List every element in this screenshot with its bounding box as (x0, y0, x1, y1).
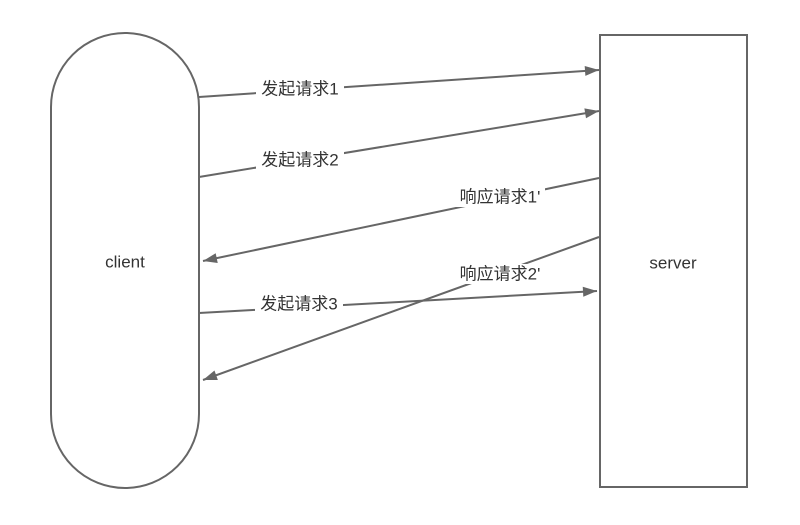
edge-request-2-label-bg (256, 150, 344, 170)
edge-response-1-label: 响应请求1' (460, 188, 541, 207)
server-node-label: server (649, 254, 697, 273)
edge-request-1-label-bg (256, 79, 344, 99)
edge-response-2-line (202, 236, 600, 381)
edge-request-1-label: 发起请求1 (261, 80, 338, 99)
edge-response-2-label-bg (455, 264, 545, 284)
server-node (599, 34, 748, 488)
client-node-label: client (105, 253, 145, 272)
edge-request-3-label: 发起请求3 (260, 295, 337, 314)
edge-request-3-label-bg (255, 294, 343, 314)
client-node (50, 32, 200, 489)
edge-response-2-label: 响应请求2' (460, 265, 541, 284)
edge-response-1-label-bg (455, 187, 545, 207)
edge-request-2-label: 发起请求2 (261, 151, 338, 170)
